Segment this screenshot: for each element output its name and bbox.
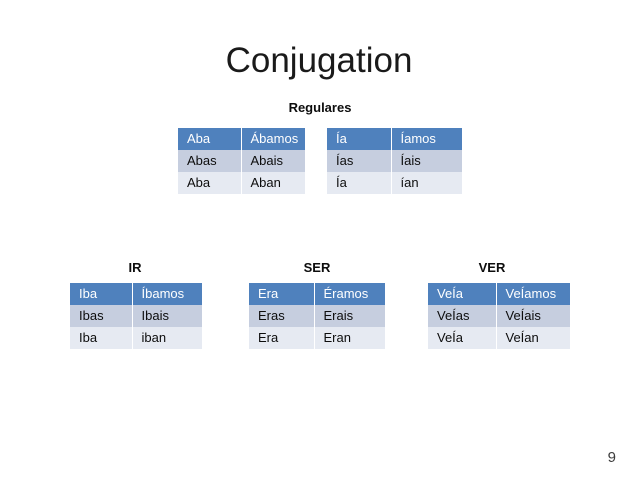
page-number: 9 [607, 449, 616, 466]
table-cell: Iba [70, 283, 133, 305]
table-row: Aba Ábamos [178, 128, 305, 150]
table-row: Abas Abais [178, 150, 305, 172]
conjugation-table-regular-er-ir: Ía Íamos Ías Íais Ía ían [327, 128, 462, 194]
table-cell: Abas [178, 150, 242, 172]
table-cell: Eran [314, 327, 385, 349]
table-cell: Eras [249, 305, 315, 327]
table-cell: Aban [241, 172, 305, 194]
table-cell: VeÍais [496, 305, 570, 327]
conjugation-table-regular-ar: Aba Ábamos Abas Abais Aba Aban [178, 128, 305, 194]
section-label-ser: SER [303, 260, 331, 275]
table-cell: Erais [314, 305, 385, 327]
table-cell: Era [249, 283, 315, 305]
table-cell: Ías [327, 150, 392, 172]
table-cell: Era [249, 327, 315, 349]
conjugation-table-ver: VeÍa VeÍamos VeÍas VeÍais VeÍa VeÍan [428, 283, 570, 349]
table-cell: Ía [327, 172, 392, 194]
table-row: Ibas Ibais [70, 305, 202, 327]
table-row: VeÍa VeÍan [428, 327, 570, 349]
table-row: Era Eran [249, 327, 385, 349]
table-row: VeÍas VeÍais [428, 305, 570, 327]
table-cell: Abais [241, 150, 305, 172]
table-cell: Íbamos [132, 283, 202, 305]
table-cell: Aba [178, 172, 242, 194]
table-cell: VeÍas [428, 305, 497, 327]
table-row: Iba Íbamos [70, 283, 202, 305]
table-cell: Ábamos [241, 128, 305, 150]
table-cell: Ibais [132, 305, 202, 327]
table-row: Aba Aban [178, 172, 305, 194]
table-row: VeÍa VeÍamos [428, 283, 570, 305]
table-cell: Aba [178, 128, 242, 150]
table-row: Eras Erais [249, 305, 385, 327]
table-cell: Ibas [70, 305, 133, 327]
table-cell: VeÍamos [496, 283, 570, 305]
section-label-regulares: Regulares [288, 100, 352, 115]
table-cell: Íais [391, 150, 462, 172]
conjugation-table-ir: Iba Íbamos Ibas Ibais Iba iban [70, 283, 202, 349]
table-cell: VeÍan [496, 327, 570, 349]
table-cell: ían [391, 172, 462, 194]
table-row: Era Éramos [249, 283, 385, 305]
conjugation-table-ser: Era Éramos Eras Erais Era Eran [249, 283, 385, 349]
page-title: Conjugation [225, 41, 413, 80]
table-row: Ías Íais [327, 150, 462, 172]
table-cell: Ía [327, 128, 392, 150]
table-row: Ía ían [327, 172, 462, 194]
table-cell: Íamos [391, 128, 462, 150]
table-cell: iban [132, 327, 202, 349]
table-cell: VeÍa [428, 283, 497, 305]
section-label-ver: VER [478, 260, 506, 275]
table-cell: Iba [70, 327, 133, 349]
table-row: Iba iban [70, 327, 202, 349]
section-label-ir: IR [128, 260, 142, 275]
table-cell: VeÍa [428, 327, 497, 349]
table-cell: Éramos [314, 283, 385, 305]
table-row: Ía Íamos [327, 128, 462, 150]
